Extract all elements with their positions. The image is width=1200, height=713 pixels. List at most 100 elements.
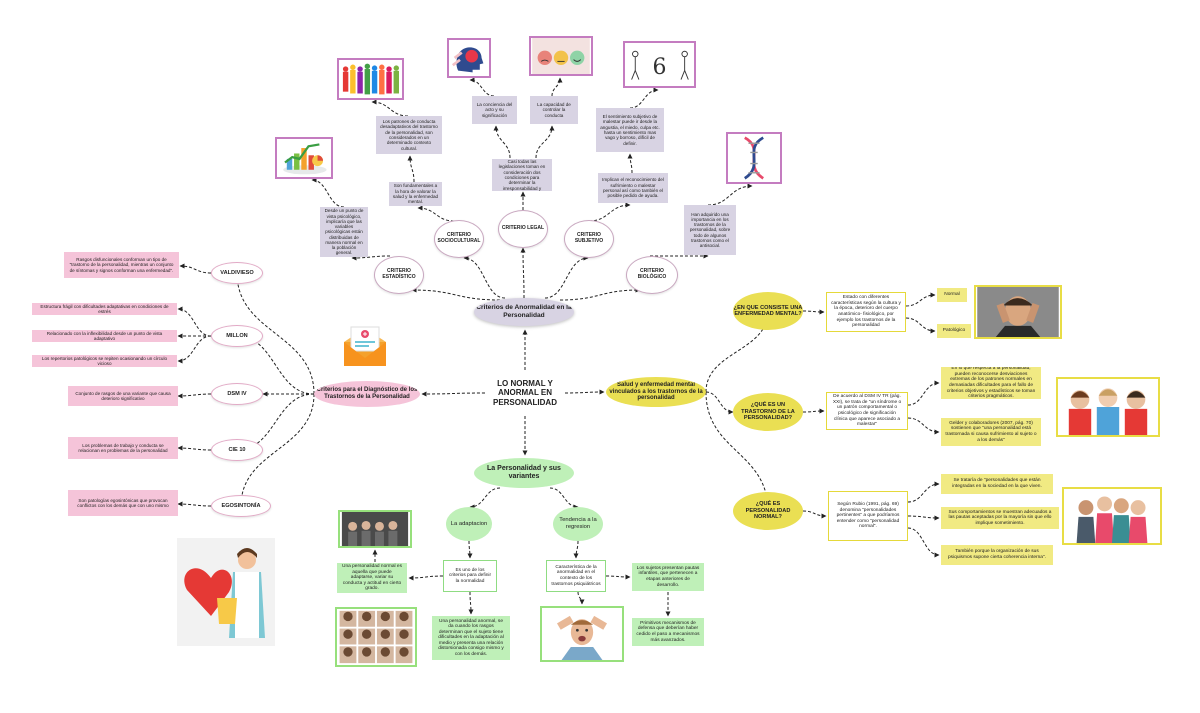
connector	[177, 501, 212, 507]
sketch-figures-image: 6	[623, 41, 696, 88]
adaptacion-node[interactable]: La adaptacion	[446, 507, 492, 541]
valdivieso-desc: Rasgos disfuncionales conforman un tipo …	[64, 252, 179, 278]
connector	[905, 292, 936, 307]
connector	[564, 389, 605, 395]
tag-patologico: Patológico	[937, 324, 971, 338]
anormalidad-topic[interactable]: Criterios de Anormalidad en la Personali…	[474, 298, 574, 326]
connector	[311, 177, 345, 208]
legal-desc: Casi todas las legislaciones toman en co…	[492, 159, 552, 191]
trastorno-personalidad-desc: De acuerdo al DSM IV TR (pág. XXI), se t…	[826, 392, 908, 430]
estadistico-desc: Desde un punto de vista psicológico, imp…	[320, 207, 368, 257]
egosintonia-desc: Son patologías egosintónicas que provoca…	[68, 490, 178, 516]
connector	[468, 591, 474, 615]
connector	[907, 515, 940, 521]
dna-image	[726, 132, 782, 184]
q-enfermedad-mental[interactable]: ¿EN QUE CONSISTE UNA ENFERMEDAD MENTAL?	[733, 292, 803, 330]
connector	[467, 540, 473, 559]
tag-normal: Normal	[937, 288, 967, 302]
enfermedad-mental-desc: Estado con diferentes características se…	[826, 292, 906, 332]
connector	[907, 380, 940, 406]
trastorno-item-2: Gelder y colaboradores (2007, pág. 70) s…	[941, 418, 1041, 446]
regresion-pautas: Los sujetos presentan pautas infantiles,…	[632, 563, 704, 591]
connector	[605, 574, 631, 580]
connector	[802, 408, 825, 414]
connector	[463, 255, 506, 299]
connector	[177, 335, 212, 364]
connector	[907, 481, 940, 503]
connector	[905, 317, 936, 334]
adaptacion-anormal: Una personalidad anormal, se da cuando l…	[432, 616, 510, 660]
adaptacion-normal: Una personalidad normal es aquella que p…	[337, 563, 407, 593]
regresion-node[interactable]: Tendencia a la regresion	[553, 507, 603, 541]
connector	[469, 487, 501, 510]
connector	[535, 125, 555, 159]
crowd-image	[337, 58, 404, 100]
personalidad-topic[interactable]: La Personalidad y sus variantes	[474, 458, 574, 488]
regresion-mecanismos: Primitivos mecanismos de defensa que deb…	[632, 618, 704, 646]
criterio-subjetivo[interactable]: CRITERIO SUBJETIVO	[564, 220, 614, 258]
connector	[551, 77, 563, 97]
svg-text:6: 6	[653, 55, 667, 80]
diagnostico-topic[interactable]: Criterios para el Diagnóstico de los Tra…	[314, 381, 420, 407]
connector	[705, 310, 771, 393]
connector	[407, 155, 415, 183]
adaptacion-desc: Es uno de los criterios para definir la …	[443, 560, 497, 592]
connector	[544, 255, 589, 299]
connector	[417, 205, 455, 222]
connector	[236, 333, 315, 395]
sociocultural-desc: Son fundamentales a la hora de valorar l…	[389, 182, 442, 206]
connector	[493, 125, 511, 159]
doctor-heart-image	[177, 538, 275, 646]
trastorno-item-1: En lo que respecta a la personalidad, pu…	[941, 367, 1041, 399]
connector	[411, 287, 501, 301]
personalidad-normal-desc: Según Rubio (1991, pág. 69) denomina "pe…	[828, 491, 908, 541]
connector	[408, 575, 444, 581]
normal-item-1: Se trataría de "personalidades que están…	[941, 474, 1053, 494]
connector	[559, 287, 641, 301]
criterio-estadistico[interactable]: CRITERIO ESTADÍSTICO	[374, 256, 424, 294]
sociocultural-desc2: Los patrones de conducta desadaptativos …	[376, 116, 442, 154]
brain-head-image	[447, 38, 491, 78]
connector	[627, 153, 633, 174]
connector	[371, 99, 409, 117]
normal-item-3: También porque la organización de sus ps…	[941, 545, 1053, 565]
salud-topic[interactable]: Salud y enfermedad mental vinculados a l…	[606, 377, 706, 407]
subjetivo-desc2: El sentimiento subjetivo de malestar pue…	[596, 108, 664, 152]
cie-10-desc: Los problemas de trabajo y conducta se r…	[68, 437, 178, 459]
group-hug-image	[1062, 487, 1162, 545]
connector	[236, 393, 315, 453]
criterio-legal[interactable]: CRITERIO LEGAL	[498, 210, 548, 248]
legal-desc-a: La conciencia del acto y su significació…	[472, 96, 517, 124]
connector	[707, 183, 753, 206]
connector	[588, 202, 631, 222]
connector	[520, 247, 526, 299]
connector	[238, 393, 315, 507]
millon-node[interactable]: MILLON	[211, 325, 263, 347]
dsm-iv-node[interactable]: DSM IV	[211, 383, 263, 405]
cie-10-node[interactable]: CIE 10	[211, 439, 263, 461]
criterio-biologico[interactable]: CRITERIO BIOLÓGICO	[626, 256, 678, 294]
normal-item-2: Sus comportamientos se muestran adecuado…	[941, 507, 1059, 529]
email-icon	[340, 322, 390, 368]
dsm-iv-desc: Conjunto de rasgos de una variante que c…	[68, 386, 178, 406]
millon-desc-3: Los repertorios patológicos se repiten o…	[32, 355, 177, 367]
egosintonia-node[interactable]: EGOSINTONÍA	[211, 495, 271, 517]
emotion-faces-image	[529, 36, 593, 76]
connector	[907, 417, 940, 435]
legal-desc-b: La capacidad de controlar la conducta	[530, 96, 578, 124]
connector	[421, 391, 486, 397]
regresion-desc: Característica de la anormalidad en el c…	[546, 560, 606, 592]
biologico-desc: Han adquirido una importancia en los tra…	[684, 205, 736, 255]
central-topic: LO NORMAL Y ANORMAL EN PERSONALIDAD	[485, 372, 565, 414]
connector	[573, 540, 579, 559]
connector	[705, 391, 734, 415]
women-faces-image	[338, 510, 412, 548]
q-trastorno-personalidad[interactable]: ¿QUÉ ES UN TRASTORNO DE LA PERSONALIDAD?	[733, 393, 803, 431]
criterio-sociocultural[interactable]: CRITERIO SOCIOCULTURAL	[434, 220, 484, 258]
connector	[802, 309, 825, 315]
three-women-image	[1056, 377, 1160, 437]
millon-desc-1: Estructura frágil con dificultades adapt…	[32, 303, 177, 315]
q-personalidad-normal[interactable]: ¿QUÉ ES PERSONALIDAD NORMAL?	[733, 492, 803, 530]
connector	[577, 591, 585, 605]
valdivieso-node[interactable]: VALDIVIESO	[211, 262, 263, 284]
